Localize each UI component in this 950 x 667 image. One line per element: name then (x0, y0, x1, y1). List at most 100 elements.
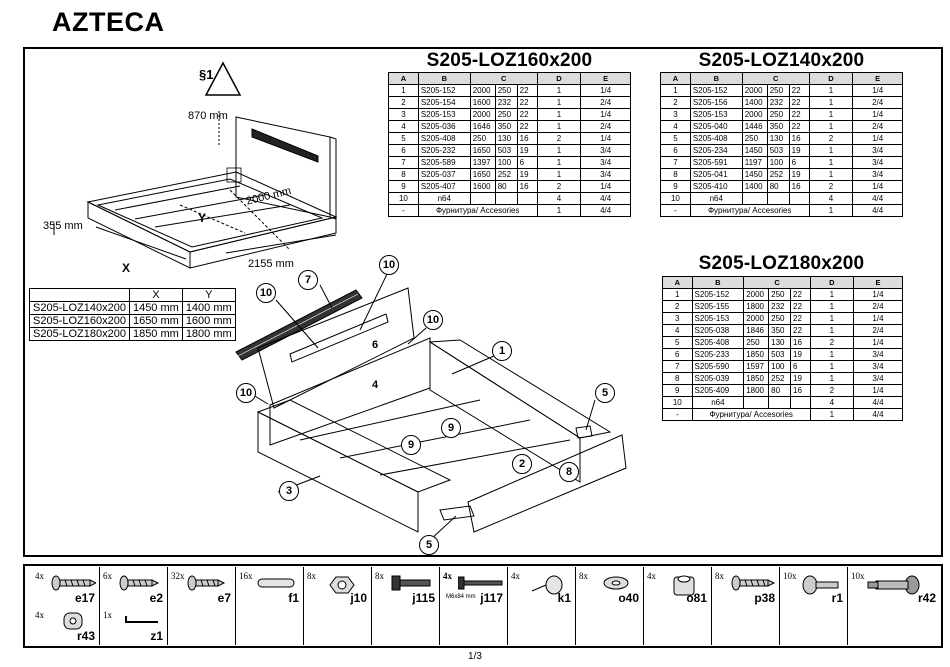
cell: 6 (388, 144, 419, 157)
cell: 1/4 (852, 180, 903, 193)
cell: 1/4 (852, 84, 903, 97)
hardware-size: M6x84 mm (446, 594, 476, 600)
cell: S205-037 (417, 168, 471, 181)
cell (766, 192, 790, 205)
hardware-code: e2 (149, 591, 163, 605)
cell: 2 (388, 96, 419, 109)
cell: 1650 (469, 144, 496, 157)
cell: 7 (662, 360, 693, 373)
dims-cell: 1850 mm (128, 327, 183, 341)
cell: 503 (494, 144, 518, 157)
hardware-qty: 10x (851, 571, 865, 581)
cell: 1 (808, 156, 854, 169)
hardware-qty: 8x (579, 571, 588, 581)
bolt-icon (391, 575, 431, 591)
cell: 1/4 (852, 288, 904, 301)
cell: S205-589 (417, 156, 471, 169)
hardware-code: r42 (917, 591, 936, 605)
cell: 10 (662, 396, 693, 409)
cell: S205-040 (689, 120, 743, 133)
hardware-qty: 8x (375, 571, 384, 581)
cam-bolt-icon (802, 575, 839, 595)
cell: 1 (809, 324, 854, 337)
cell: 350 (768, 324, 792, 337)
cell: S205-041 (689, 168, 743, 181)
cell: 2/4 (852, 96, 903, 109)
cell: 1 (808, 144, 854, 157)
bed-overview-drawing (53, 61, 338, 269)
cell: 2 (808, 180, 854, 193)
cell: 252 (766, 168, 790, 181)
dims-header-y: Y (181, 288, 236, 302)
cell: 5 (660, 132, 691, 145)
cell: 22 (790, 324, 811, 337)
col-header: C (743, 276, 811, 289)
hardware-qty: 8x (715, 571, 724, 581)
cell: 2 (662, 300, 693, 313)
hardware-code: p38 (754, 591, 775, 605)
cell: S205-039 (691, 372, 745, 385)
hardware-code: r43 (76, 629, 95, 643)
cell: 232 (494, 96, 518, 109)
cell: 1 (536, 84, 582, 97)
cell: 6 (790, 360, 811, 373)
cell: 4/4 (580, 192, 631, 205)
cell: 252 (768, 372, 792, 385)
cell: 1600 (469, 180, 496, 193)
cell: 1450 (741, 144, 768, 157)
cell: 2 (809, 336, 854, 349)
cell: 80 (766, 180, 790, 193)
cell: S205-036 (417, 120, 471, 133)
callout-part-1: 1 (492, 341, 512, 361)
x-axis-label: X (122, 261, 131, 275)
hardware-qty: 6x (103, 571, 112, 581)
hardware-code: j10 (350, 591, 367, 605)
cell: 1197 (741, 156, 768, 169)
hardware-qty: 16x (239, 571, 253, 581)
cell: 4/4 (580, 204, 631, 217)
col-header: E (580, 72, 631, 85)
col-header: A (660, 72, 691, 85)
hardware-item-r43: 4x r43 (32, 606, 100, 645)
hardware-code: e17 (74, 591, 95, 605)
nut-icon (329, 576, 355, 594)
cell: 1 (536, 144, 582, 157)
callout-part-4: 4 (366, 376, 384, 394)
table-title-160: S205-LOZ160x200 (426, 50, 593, 71)
cell: 4/4 (852, 396, 904, 409)
cell: 2/4 (852, 324, 904, 337)
cell: 3/4 (852, 372, 904, 385)
col-header: C (469, 72, 538, 85)
cell: 16 (788, 132, 810, 145)
cell: 1/4 (852, 336, 904, 349)
cell: 2000 (743, 312, 770, 325)
cell: 232 (768, 300, 792, 313)
hardware-qty: 4x (443, 571, 452, 581)
cell: 1/4 (580, 84, 631, 97)
cell: S205-232 (417, 144, 471, 157)
cell: S205-156 (689, 96, 743, 109)
dims-cell: S205-LOZ180x200 (29, 327, 130, 341)
hardware-item-j115: 8x j115 (372, 567, 440, 645)
hardware-code: k1 (557, 591, 571, 605)
callout-part-10: 10 (236, 383, 256, 403)
callout-part-6: 6 (366, 336, 384, 354)
cell: 19 (516, 168, 538, 181)
cell: 8 (662, 372, 693, 385)
cell: 3 (662, 312, 693, 325)
cell: 1 (808, 168, 854, 181)
cell: n64 (689, 192, 743, 205)
cell: 250 (768, 312, 792, 325)
cell: 6 (660, 144, 691, 157)
hardware-item-r1: 10x r1 (780, 567, 848, 645)
